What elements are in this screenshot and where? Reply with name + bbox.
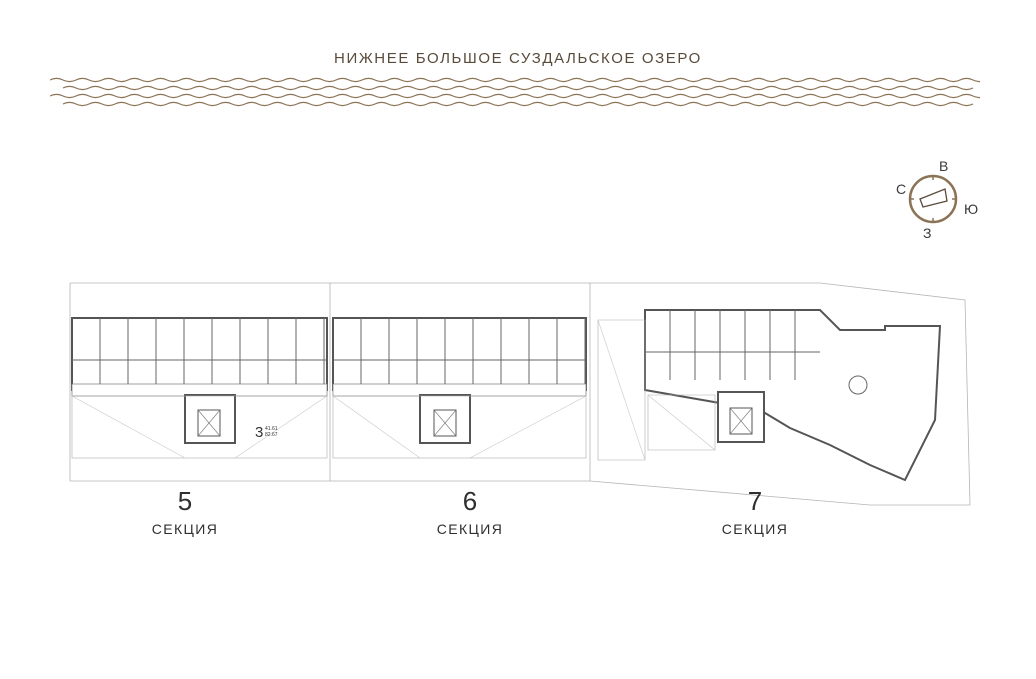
apartment-rooms: 3	[255, 424, 264, 441]
section-7-building	[597, 309, 942, 482]
wave-line	[62, 85, 974, 91]
lake-title: НИЖНЕЕ БОЛЬШОЕ СУЗДАЛЬСКОЕ ОЗЕРО	[334, 50, 702, 67]
apartment-area-bottom: 82.67	[265, 432, 278, 438]
section-6-number: 6	[462, 486, 478, 516]
section-5-building	[71, 317, 328, 459]
wave-line	[50, 93, 980, 99]
compass: С В Ю З	[895, 155, 979, 241]
section-7-label: СЕКЦИЯ	[721, 521, 789, 537]
compass-west-label: З	[923, 225, 932, 241]
wave-line	[62, 101, 974, 107]
section-6-building	[332, 317, 587, 459]
compass-rose-icon	[908, 174, 958, 224]
section-5-number: 5	[177, 486, 193, 516]
compass-north-label: С	[896, 181, 907, 197]
wave-line	[50, 77, 980, 83]
compass-south-label: Ю	[964, 201, 979, 217]
lake-waves	[50, 77, 980, 107]
section-7-number: 7	[747, 486, 763, 516]
section-5-label: СЕКЦИЯ	[151, 521, 219, 537]
apartment-area-top: 41.61	[265, 426, 278, 432]
section-6-label: СЕКЦИЯ	[436, 521, 504, 537]
site-boundary	[69, 282, 971, 506]
compass-east-label: В	[939, 158, 949, 174]
